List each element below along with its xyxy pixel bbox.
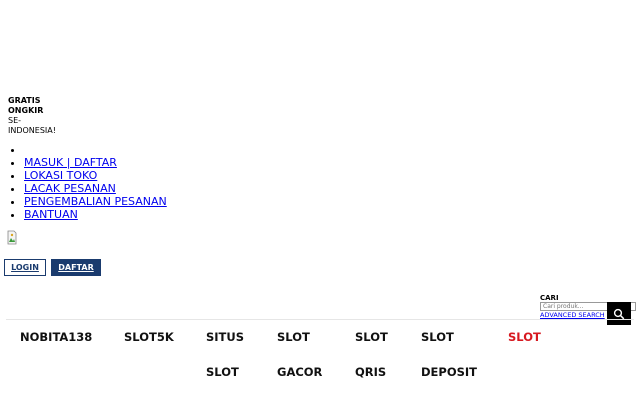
top-link-item: LACAK PESANAN: [24, 182, 167, 195]
promo-line-3: SE-: [8, 116, 22, 125]
nav-item-slot5k[interactable]: SLOT5K: [124, 330, 174, 344]
advanced-search-link[interactable]: ADVANCED SEARCH: [540, 311, 605, 319]
search-input[interactable]: [540, 302, 636, 311]
empty-list-item: [24, 143, 167, 156]
promo-line-1: GRATIS: [8, 96, 41, 105]
search-icon: [613, 308, 625, 319]
top-link-item: PENGEMBALIAN PESANAN: [24, 195, 167, 208]
login-button[interactable]: LOGIN: [4, 259, 46, 276]
nav-item-qris-line2[interactable]: QRIS: [355, 365, 387, 379]
promo-line-2: ONGKIR: [8, 106, 44, 115]
nav-item-situs-line2[interactable]: SLOT: [206, 365, 239, 379]
search-label: CARI: [540, 294, 559, 302]
nav-item-gacor-line2[interactable]: GACOR: [277, 365, 323, 379]
top-links-list: MASUK | DAFTAR LOKASI TOKO LACAK PESANAN…: [0, 143, 167, 221]
top-link-item: MASUK | DAFTAR: [24, 156, 167, 169]
nav-item-slot-deposit[interactable]: SLOT: [421, 330, 454, 344]
register-button[interactable]: DAFTAR: [51, 259, 101, 276]
search-button[interactable]: [607, 302, 631, 325]
nav-item-situs[interactable]: SITUS: [206, 330, 245, 344]
track-order-link[interactable]: LACAK PESANAN: [24, 182, 116, 195]
nav-item-slot-qris[interactable]: SLOT: [355, 330, 388, 344]
nav-item-slot-red[interactable]: SLOT: [508, 330, 541, 344]
nav-item-slot-gacor[interactable]: SLOT: [277, 330, 310, 344]
header-divider: [6, 319, 634, 320]
top-link-item: LOKASI TOKO: [24, 169, 167, 182]
nav-item-nobita138[interactable]: NOBITA138: [20, 330, 93, 344]
help-link[interactable]: BANTUAN: [24, 208, 78, 221]
broken-image-icon[interactable]: [6, 230, 18, 246]
free-shipping-promo: GRATIS ONGKIR SE- INDONESIA!: [8, 96, 68, 136]
store-location-link[interactable]: LOKASI TOKO: [24, 169, 98, 182]
login-register-link[interactable]: MASUK | DAFTAR: [24, 156, 117, 169]
nav-item-deposit-line2[interactable]: DEPOSIT: [421, 365, 478, 379]
returns-link[interactable]: PENGEMBALIAN PESANAN: [24, 195, 167, 208]
top-link-item: BANTUAN: [24, 208, 167, 221]
promo-line-4: INDONESIA!: [8, 126, 56, 135]
